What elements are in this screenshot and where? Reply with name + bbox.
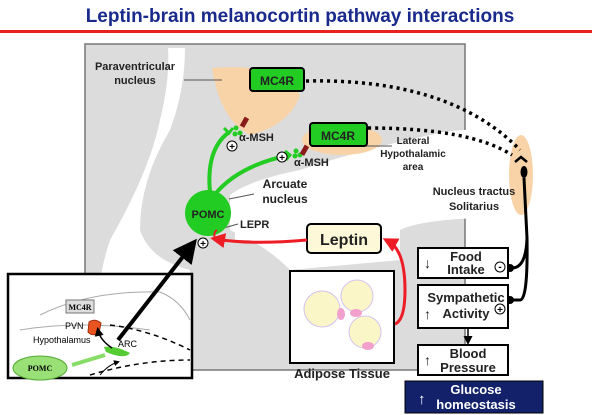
svg-text:+: + (229, 142, 235, 153)
mc4r-label-pvn: MC4R (260, 74, 294, 88)
lepr-label: LEPR (240, 219, 269, 231)
svg-text:POMC: POMC (192, 209, 225, 221)
plus-icon: + (226, 140, 238, 153)
svg-text:↑: ↑ (424, 352, 431, 368)
zoom-arrow (116, 238, 197, 342)
svg-text:Leptin: Leptin (320, 232, 368, 249)
svg-text:-: - (498, 262, 501, 273)
svg-text:MC4R: MC4R (68, 303, 91, 312)
svg-text:+: + (497, 305, 503, 316)
mc4r-box-pvn (249, 67, 305, 92)
mc4r-projection-2 (367, 126, 513, 157)
alpha-msh-label: α-MSH (239, 132, 274, 144)
pomc-axon-pvn (207, 131, 230, 193)
svg-text:Adipose Tissue: Adipose Tissue (294, 366, 390, 381)
adipose-to-leptin-arrow (382, 238, 407, 326)
svg-text:↑: ↑ (424, 306, 431, 322)
mc4r-receptor-icon (299, 144, 310, 156)
leptin-box (306, 223, 382, 254)
plus-icon: + (276, 151, 288, 164)
mc4r-projection-1 (305, 79, 522, 152)
svg-text:↑: ↑ (418, 391, 426, 408)
plus-icon: + (197, 237, 209, 250)
leptin-to-pomc-arrow (210, 233, 308, 248)
mc4r-receptor-icon (239, 116, 250, 128)
svg-text:ARC: ARC (118, 339, 138, 349)
alpha-msh-label: α-MSH (294, 157, 329, 169)
svg-text:↓: ↓ (424, 255, 431, 271)
diagram-title: Leptin-brain melanocortin pathway intera… (85, 6, 515, 27)
svg-text:Hypothalamus: Hypothalamus (33, 335, 91, 345)
svg-text:+: + (200, 239, 206, 250)
hypothalamus-inset: MC4R PVN Hypothalamus ARC POMC (6, 272, 194, 381)
mc4r-label-lha: MC4R (321, 129, 355, 143)
mc4r-box-lha (309, 122, 368, 147)
svg-text:POMC: POMC (28, 364, 53, 373)
svg-text:PVN: PVN (65, 321, 84, 331)
title-divider (0, 30, 592, 33)
pomc-neuron (185, 190, 231, 236)
svg-text:+: + (279, 153, 285, 164)
